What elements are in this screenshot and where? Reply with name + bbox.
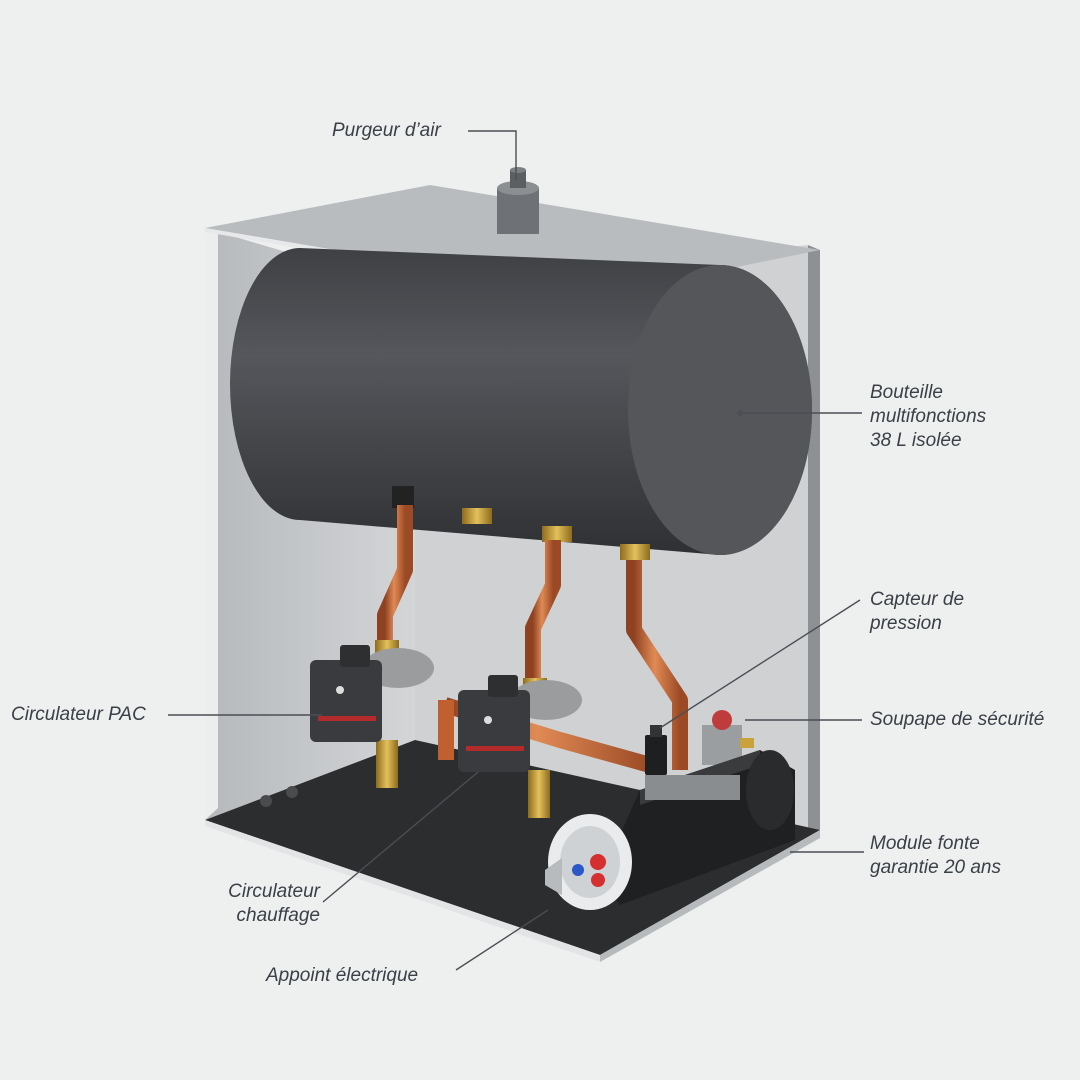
label-capteur-pression: Capteur de pression (870, 589, 965, 634)
pump-heating (458, 675, 582, 772)
label-circulateur-chauffage: Circulateur chauffage (228, 881, 320, 926)
label-bouteille: Bouteille multifonctions 38 L isolée (870, 382, 987, 451)
electric-booster (545, 814, 632, 910)
pump-pac (310, 645, 434, 742)
buffer-tank (230, 248, 812, 560)
air-vent (497, 167, 539, 234)
label-circulateur-pac: Circulateur PAC (11, 704, 146, 725)
cast-iron-module (600, 750, 795, 905)
brass-fittings (375, 640, 550, 818)
label-module-fonte: Module fonte garantie 20 ans (870, 833, 1001, 878)
label-purgeur-air: Purgeur d’air (332, 120, 441, 141)
label-appoint-electrique: Appoint électrique (266, 965, 419, 986)
label-soupape-securite: Soupape de sécurité (870, 709, 1045, 730)
leader-lines (168, 130, 864, 971)
pressure-sensor (645, 725, 667, 775)
